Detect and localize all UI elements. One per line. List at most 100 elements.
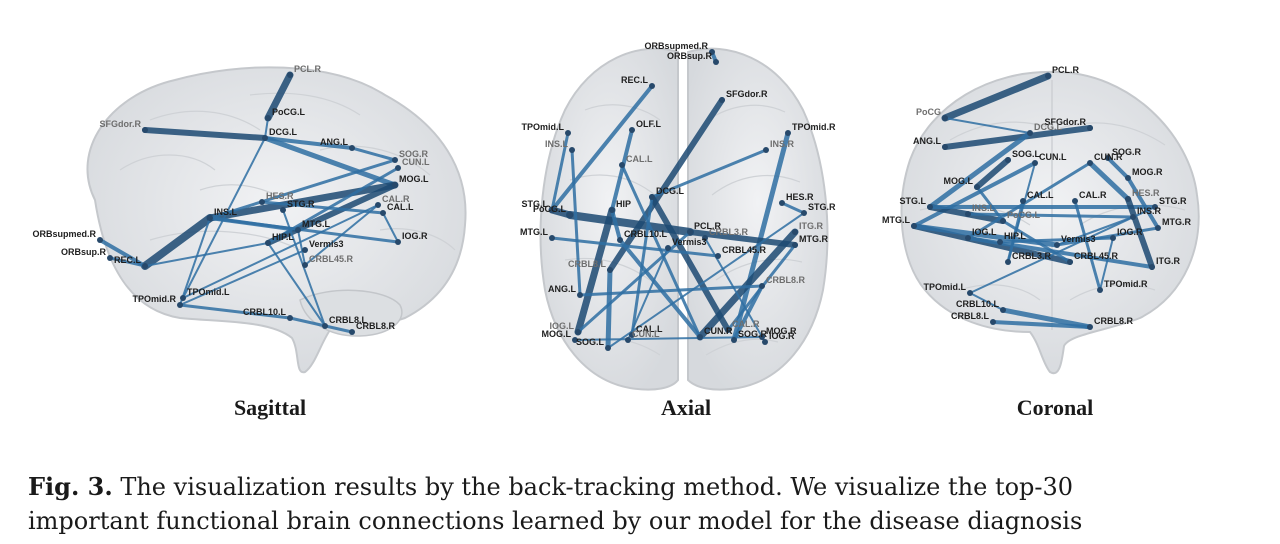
axial-connection [687, 229, 798, 248]
sagittal-node [287, 315, 293, 321]
nodes-layer [97, 49, 1161, 351]
sagittal-node-label: STG.R [287, 199, 315, 209]
coronal-node [1130, 214, 1136, 220]
coronal-node [965, 235, 971, 241]
axial-node-label: CRBL10.L [624, 229, 668, 239]
sagittal-node [142, 127, 148, 133]
sagittal-node [395, 239, 401, 245]
axial-node-label: IOG.L [550, 321, 575, 331]
axial-node [605, 345, 611, 351]
coronal-connection [991, 320, 1092, 329]
sagittal-connection [264, 117, 269, 139]
coronal-node-label: STG.L [900, 196, 927, 206]
coronal-connection [1099, 237, 1114, 291]
coronal-node-label: IOG.R [1117, 227, 1143, 237]
axial-node-label: CRBL3.R [709, 227, 749, 237]
sagittal-node-label: PCL.R [294, 64, 322, 74]
sagittal-node [262, 135, 268, 141]
coronal-node-label: TPOmid.R [1104, 279, 1148, 289]
sagittal-connection [208, 216, 400, 244]
sagittal-connection [144, 242, 269, 267]
sagittal-connection [141, 214, 214, 270]
axial-connection [607, 97, 725, 273]
axial-node-label: ORBsup.R [667, 51, 713, 61]
axial-node-label: TPOmid.R [792, 122, 836, 132]
coronal-node-label: ANG.L [913, 136, 942, 146]
sagittal-node-label: HES.R [266, 191, 294, 201]
coronal-connection [1001, 219, 1072, 264]
coronal-node [1054, 242, 1060, 248]
axial-node [572, 337, 578, 343]
axial-node [709, 49, 715, 55]
view-title-coronal: Coronal [1017, 395, 1094, 420]
axial-node [779, 200, 785, 206]
coronal-node [1097, 287, 1103, 293]
sagittal-connection [304, 204, 379, 266]
axial-node [665, 245, 671, 251]
coronal-node [942, 144, 948, 150]
coronal-connection [927, 130, 1033, 210]
sagittal-node-label: Vermis3 [309, 239, 344, 249]
figure-caption: Fig. 3. The visualization results by the… [28, 470, 1268, 538]
coronal-node-label: SFGdor.R [1044, 117, 1086, 127]
axial-node [792, 229, 798, 235]
axial-node [763, 147, 769, 153]
sagittal-node [322, 323, 328, 329]
coronal-node-label: MTG.L [882, 215, 910, 225]
coronal-node [967, 290, 973, 296]
coronal-node [997, 239, 1003, 245]
axial-connection [550, 236, 720, 258]
sagittal-node-label: CUN.L [402, 157, 430, 167]
axial-node-label: ANG.L [548, 284, 577, 294]
sagittal-node-label: ANG.L [320, 137, 349, 147]
axial-node-label: REC.L [621, 75, 649, 85]
sagittal-connection [142, 127, 268, 141]
axial-node-label: PCL.R [694, 221, 722, 231]
sagittal-connection [382, 212, 399, 243]
coronal-node [1155, 225, 1161, 231]
coronal-connection [1007, 162, 1036, 263]
sagittal-node [375, 202, 381, 208]
sagittal-node-label: SFGdor.R [99, 119, 141, 129]
axial-node-label: OLF.L [636, 119, 661, 129]
axial-node-label: Vermis3 [672, 237, 707, 247]
sagittal-connection [178, 303, 292, 320]
coronal-node-label: ITG.R [1156, 256, 1180, 266]
axial-node-label: HIP [616, 199, 631, 209]
sagittal-node [287, 72, 293, 78]
sagittal-node-label: SOG.R [399, 149, 429, 159]
axial-node-label: INS.L [545, 139, 569, 149]
axial-node-label: SOG.L [576, 337, 605, 347]
sagittal-node [207, 215, 213, 221]
axial-connection [649, 194, 731, 333]
axial-node-label: CAL.R [732, 319, 760, 329]
sagittal-connection [262, 135, 398, 188]
axial-node-label: TPOmid.L [522, 122, 565, 132]
sagittal-connection [265, 182, 398, 246]
sagittal-node-label: CRBL10.L [243, 307, 287, 317]
axial-node [649, 194, 655, 200]
axial-node [617, 237, 623, 243]
coronal-node [1105, 155, 1111, 161]
sagittal-node-label: TPOmid.L [187, 287, 230, 297]
sagittal-node [280, 207, 286, 213]
coronal-node [1000, 218, 1006, 224]
coronal-node [1045, 73, 1051, 79]
axial-node [649, 83, 655, 89]
axial-connection [704, 237, 766, 343]
axial-node [762, 339, 768, 345]
sagittal-node [395, 165, 401, 171]
axial-connection [610, 128, 634, 212]
coronal-node-label: Vermis3 [1061, 234, 1096, 244]
coronal-connection [975, 185, 1005, 223]
axial-node-label: CRBL8.L [568, 259, 607, 269]
axial-node [759, 334, 765, 340]
coronal-node [1032, 160, 1038, 166]
axial-connection [696, 228, 799, 341]
coronal-node-label: CAL.L [1027, 190, 1054, 200]
axial-node-label: SFGdor.R [726, 89, 768, 99]
axial-connection [607, 212, 805, 349]
coronal-connection [974, 157, 1011, 190]
sagittal-node-label: CAL.R [382, 194, 410, 204]
axial-connection [550, 131, 570, 212]
